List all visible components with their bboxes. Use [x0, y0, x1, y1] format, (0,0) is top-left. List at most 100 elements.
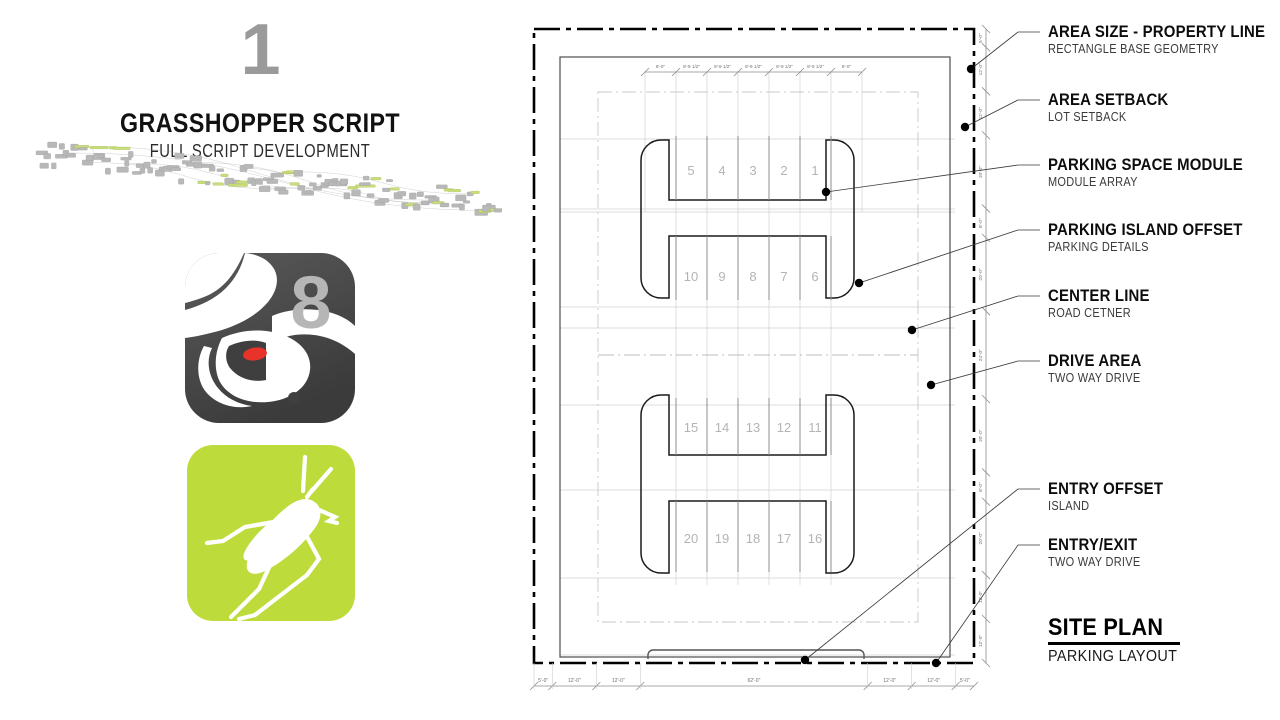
page-subtitle: FULL SCRIPT DEVELOPMENT — [149, 141, 371, 161]
annotation-title: AREA SETBACK — [1048, 90, 1169, 109]
gh-node — [309, 182, 317, 187]
stall-number: 14 — [715, 420, 729, 435]
leader-line — [930, 360, 1040, 386]
dimension-tick — [969, 681, 979, 691]
dimension-string-right: 5'-0"12'-0"12'-0"20'-0"8'-0"20'-0"24'-0"… — [978, 24, 991, 668]
gh-node — [51, 162, 57, 170]
annotation-subtitle: PARKING DETAILS — [1048, 240, 1149, 254]
gh-node — [455, 194, 467, 202]
annotation-title: PARKING SPACE MODULE — [1048, 155, 1243, 174]
dimension-label: 12'-0" — [978, 107, 984, 120]
gh-node — [266, 179, 278, 184]
dimension-label: 24'-0" — [978, 349, 984, 362]
dimension-label: 12'-0" — [883, 678, 896, 684]
gh-node — [289, 182, 300, 186]
dimension-tick — [733, 67, 743, 77]
dimension-label: 12'-0" — [568, 678, 581, 684]
grasshopper-definition-graph — [35, 141, 502, 216]
gh-node — [312, 185, 322, 191]
gh-node — [386, 179, 393, 182]
annotation-subtitle: TWO WAY DRIVE — [1048, 371, 1141, 385]
dimension-tick — [981, 204, 991, 213]
gh-node — [66, 153, 76, 158]
dimension-tick — [795, 67, 805, 77]
gh-node — [278, 189, 289, 195]
leader-dot — [960, 122, 970, 132]
gh-node — [297, 185, 306, 191]
gh-node — [174, 153, 185, 159]
annotation-subtitle: MODULE ARRAY — [1048, 175, 1138, 189]
gh-node — [486, 203, 492, 206]
dimension-tick — [826, 67, 836, 77]
stall-number: 10 — [684, 269, 698, 284]
stall-number: 12 — [777, 420, 791, 435]
annotation-title: PARKING ISLAND OFFSET — [1048, 220, 1243, 239]
gh-node — [243, 164, 254, 169]
gh-node — [397, 191, 407, 197]
parking-island-upper — [640, 139, 855, 299]
dimension-tick — [764, 67, 774, 77]
stall-number: 4 — [718, 163, 725, 178]
leader-line — [804, 488, 1040, 661]
gh-node — [382, 187, 391, 192]
stall-number: 6 — [811, 269, 818, 284]
dimension-label: 12'-0" — [978, 635, 984, 648]
dimension-label: 5'-0" — [960, 678, 970, 684]
leader-dot — [907, 325, 917, 335]
stall-number: 18 — [746, 531, 760, 546]
leader-dot — [821, 187, 831, 197]
dimension-tick — [981, 24, 991, 34]
leader-line — [825, 164, 1040, 193]
stall-number: 3 — [749, 163, 756, 178]
gh-node — [347, 186, 359, 190]
dimension-string-bottom: 5'-0"12'-0"12'-0"62'-0"12'-0"12'-0"5'-0" — [529, 663, 979, 691]
leader-line — [911, 295, 1040, 331]
gh-node — [409, 192, 417, 200]
stall-number: 19 — [715, 531, 729, 546]
gh-node — [255, 178, 263, 185]
dimension-tick — [857, 67, 867, 77]
rhino-8-app-icon[interactable]: 8 — [182, 250, 358, 426]
dimension-label: 8'-9 1/2" — [776, 64, 793, 69]
dimension-label: 62'-0" — [748, 678, 761, 684]
dimension-tick — [981, 614, 991, 624]
gh-node — [359, 182, 371, 186]
property-line — [532, 27, 976, 665]
annotation-subtitle: LOT SETBACK — [1048, 110, 1127, 124]
gh-node — [143, 161, 151, 169]
gh-node — [101, 157, 111, 162]
gh-node — [339, 178, 349, 185]
gh-wire — [92, 162, 275, 190]
dimension-label: 20'-0" — [978, 268, 984, 281]
gh-node — [416, 191, 424, 197]
gh-node — [436, 184, 448, 189]
parking-stall-lines-upper — [675, 136, 832, 300]
left-title-panel: 1 GRASSHOPPER SCRIPT FULL SCRIPT DEVELOP… — [0, 0, 520, 720]
sheet-title-underline — [1048, 642, 1180, 645]
sheet-title-block: SITE PLAN PARKING LAYOUT — [1048, 615, 1192, 666]
dimension-label: 12'-0" — [612, 678, 625, 684]
annotation-subtitle: ROAD CETNER — [1048, 306, 1131, 320]
dimension-tick — [981, 87, 991, 96]
dimension-label: 8'-0" — [978, 482, 984, 492]
gh-node — [259, 185, 271, 192]
rhino-eye-icon — [243, 347, 267, 361]
leader-dot — [854, 278, 864, 288]
annotation-title: AREA SIZE - PROPERTY LINE — [1048, 22, 1266, 41]
gh-node — [170, 167, 181, 171]
dimension-label: 5'-0" — [538, 678, 548, 684]
gh-node — [124, 160, 130, 167]
stall-number: 15 — [684, 420, 698, 435]
grasshopper-silhouette-icon — [204, 454, 340, 622]
stall-number: 11 — [808, 420, 822, 435]
annotation-subtitle: RECTANGLE BASE GEOMETRY — [1048, 42, 1219, 56]
dimension-tick — [981, 233, 991, 243]
gh-node — [447, 189, 461, 193]
grasshopper-app-icon[interactable] — [185, 443, 357, 623]
